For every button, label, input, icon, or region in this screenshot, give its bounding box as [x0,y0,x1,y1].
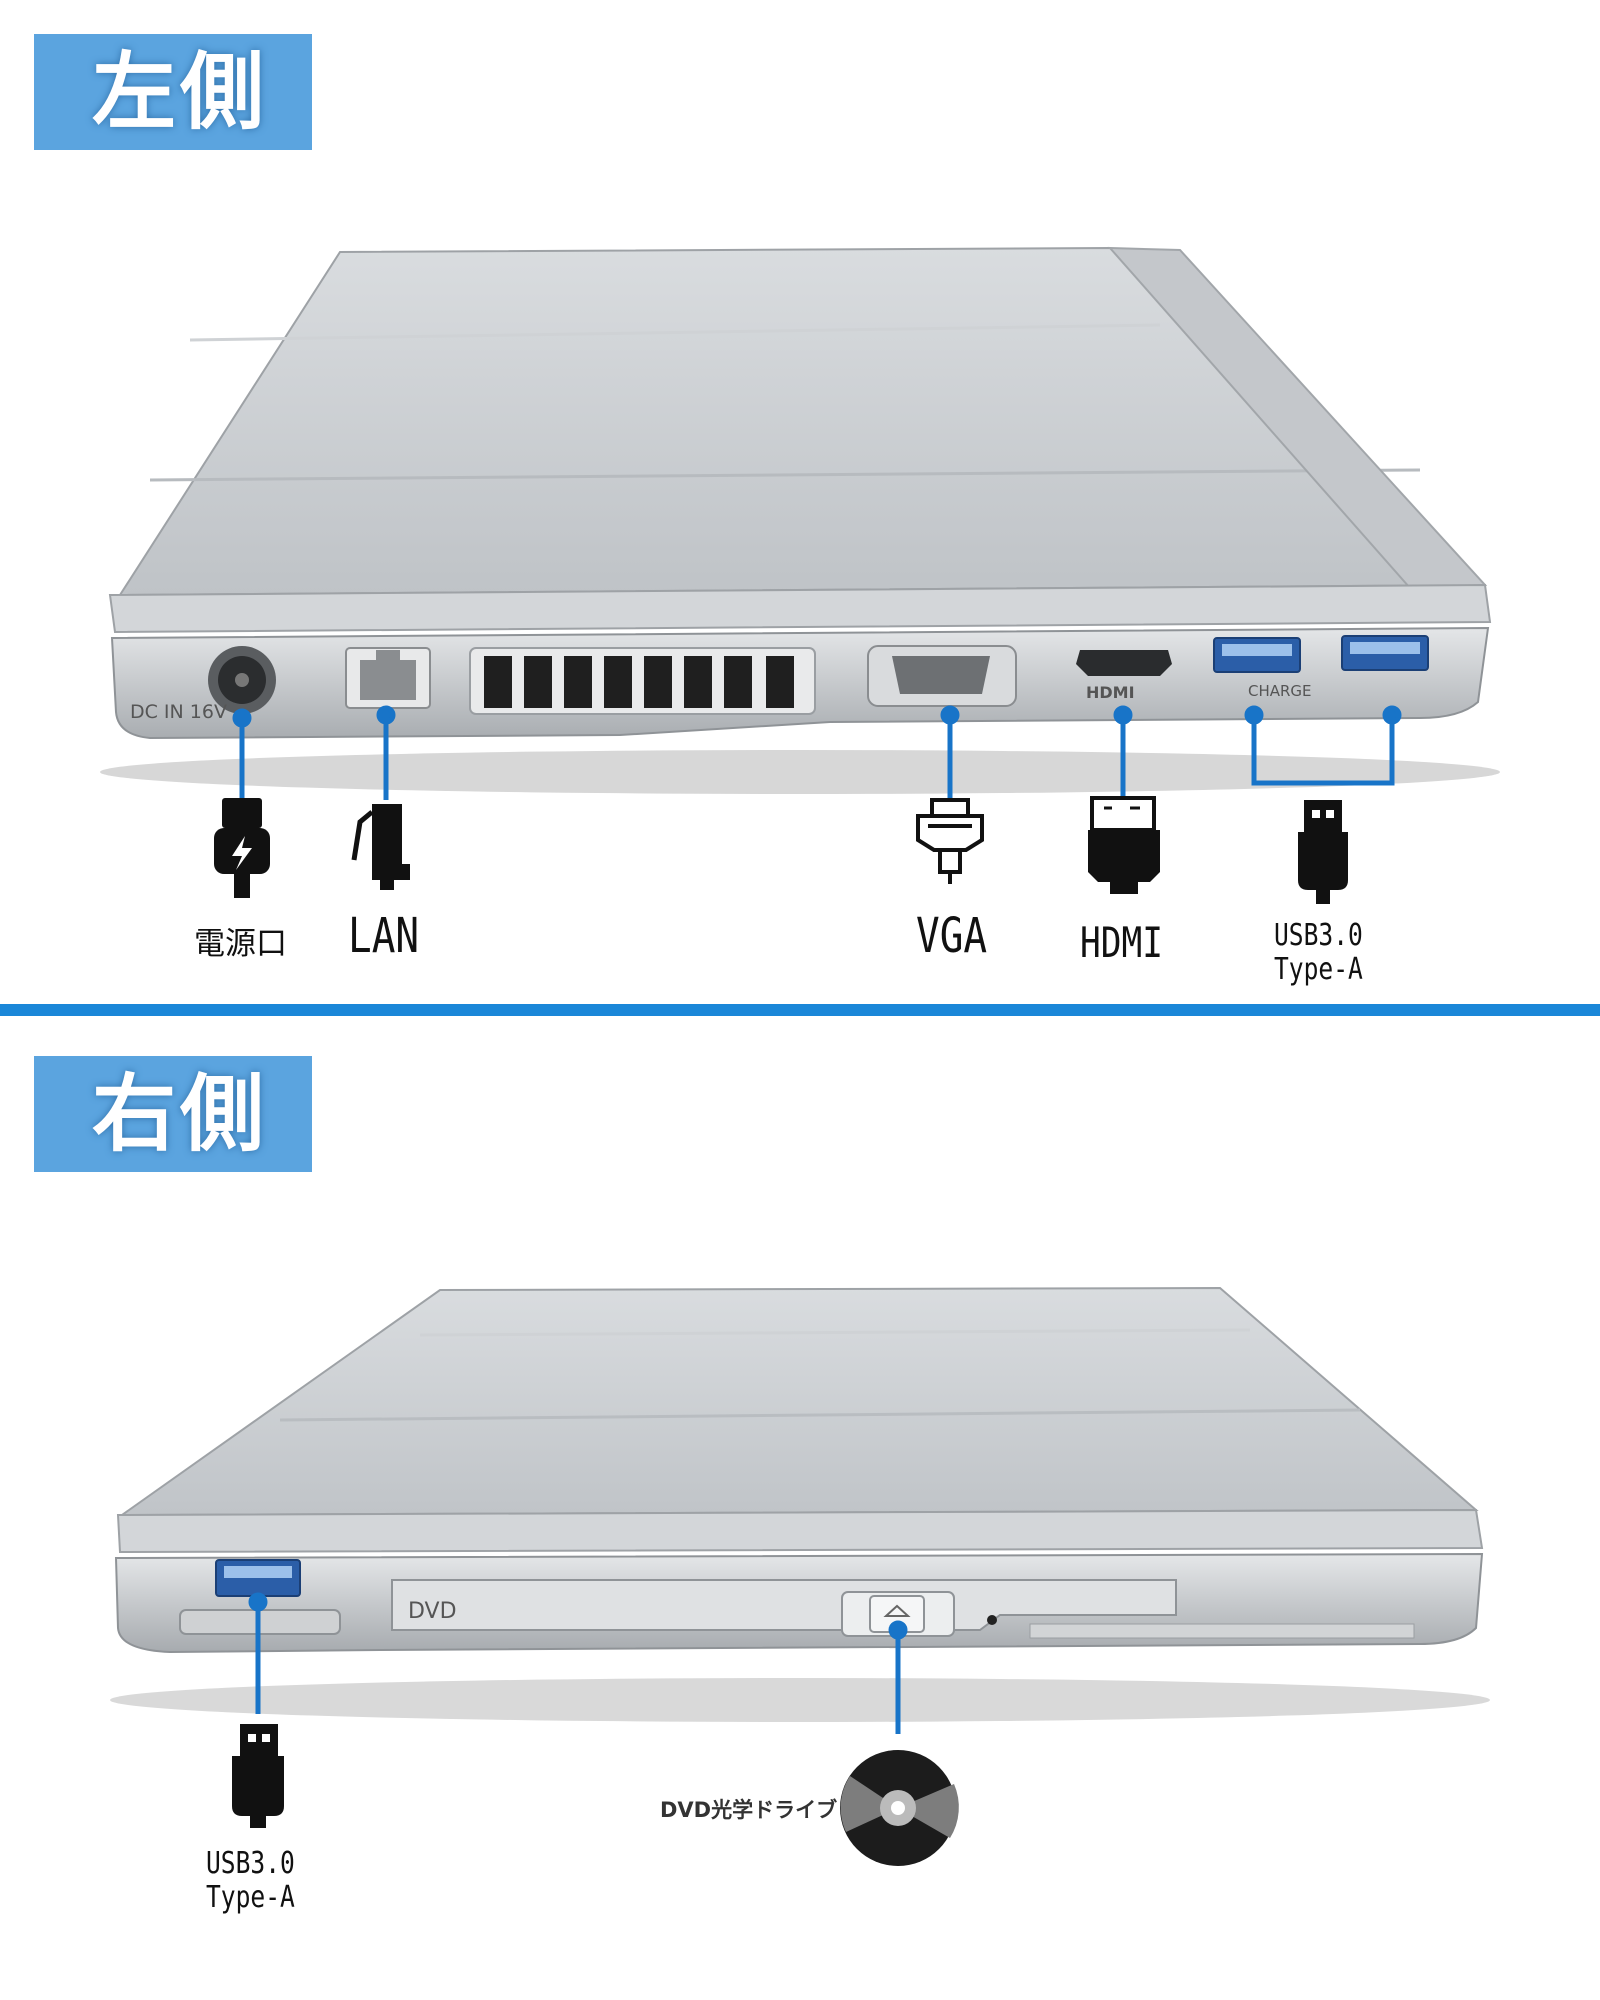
laptop-lid [118,1286,1479,1517]
right-side-laptop: DVD [110,1286,1490,1866]
hdmi-marking: HDMI [1086,683,1135,702]
usb-label-line2: Type-A [1274,952,1363,987]
usb-plug-icon [1298,800,1348,904]
dvd-drive-tray: DVD [391,1579,1415,1639]
dvd-drive-label: DVD光学ドライブ [660,1798,838,1822]
right-side-heading: 右側 [34,1056,312,1172]
charge-marking: CHARGE [1248,682,1312,700]
dvd-marking: DVD [408,1599,457,1624]
vga-plug-icon [916,798,984,884]
vga-label: VGA [916,908,988,964]
left-side-heading: 左側 [34,34,312,150]
vga-port [867,645,1017,707]
dc-power-jack: DC IN 16V [130,646,276,723]
callout-lines [232,705,1402,800]
lan-plug-icon [351,804,410,890]
usb-plug-icon [232,1724,284,1828]
hdmi-label: HDMI [1080,918,1163,967]
lan-port [345,647,431,709]
callout-lines [248,1592,908,1734]
usb-label-line1: USB3.0 [1274,918,1363,953]
disc-icon [840,1750,959,1866]
usb-label-line2: Type-A [206,1880,295,1915]
left-side-laptop: DC IN 16V HDMI CHARGE [100,246,1500,904]
dc-in-marking: DC IN 16V [130,701,227,723]
usb-port-charge: CHARGE [1213,637,1312,700]
power-plug-icon [214,798,270,898]
hdmi-plug-icon [1088,796,1160,894]
air-vent [469,647,816,715]
lan-label: LAN [348,908,420,964]
usb-label-line1: USB3.0 [206,1846,295,1881]
section-divider [0,1004,1600,1016]
usb-port [1341,635,1429,671]
power-port-label: 電源口 [194,926,287,962]
usb-port [179,1559,341,1635]
hdmi-port: HDMI [1076,650,1172,702]
